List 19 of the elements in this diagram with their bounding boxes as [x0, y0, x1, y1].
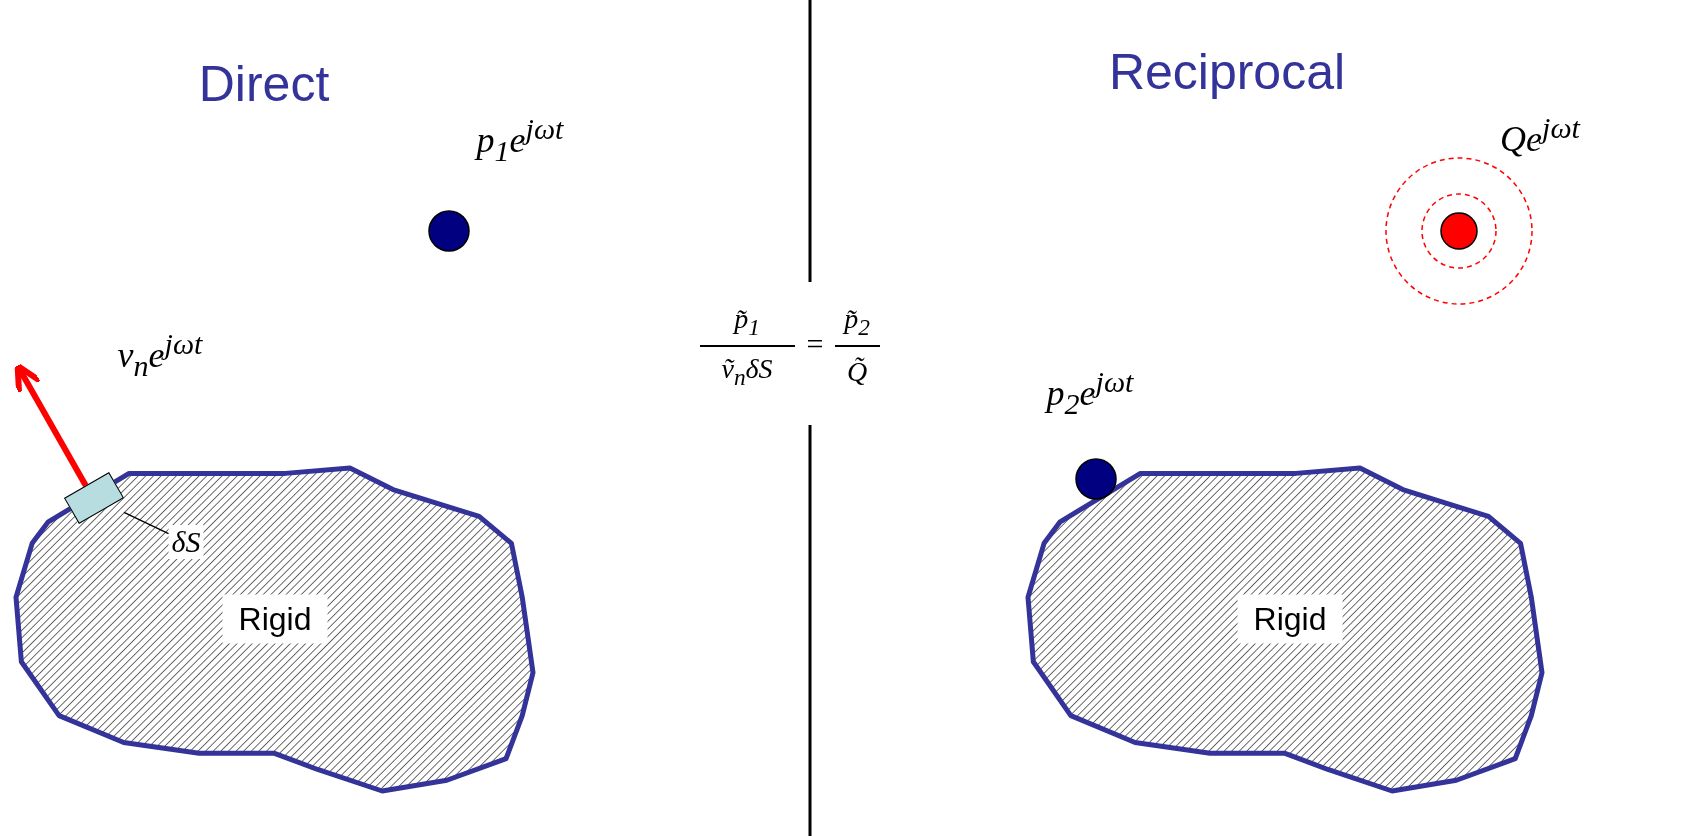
formula-term: p̃$_{1}$ [734, 303, 760, 341]
point-marker [1074, 457, 1118, 501]
body-label: Rigid [222, 594, 328, 644]
formula-term: = [806, 327, 824, 361]
rigid-body [1028, 468, 1542, 791]
source-label: p$_{1}$e$^{jωt}$ [476, 112, 564, 168]
panel-heading: Reciprocal [1108, 43, 1346, 101]
body-label: Rigid [1237, 594, 1343, 644]
element-label: δS [168, 525, 204, 559]
formula-term: Q̃ [846, 356, 868, 388]
rigid-body [16, 468, 533, 791]
source-label: Qe$^{jωt}$ [1500, 110, 1580, 160]
point-marker [427, 209, 471, 253]
formula-term: p̃$_{2}$ [844, 303, 870, 341]
source-label: p$_{2}$e$^{jωt}$ [1046, 365, 1134, 421]
point-source-drawing [1384, 156, 1534, 306]
formula-term: ṽ$_{n}$δS [721, 353, 773, 391]
panel-heading: Direct [198, 55, 330, 113]
velocity-label: v$_{n}$e$^{jωt}$ [117, 327, 203, 383]
